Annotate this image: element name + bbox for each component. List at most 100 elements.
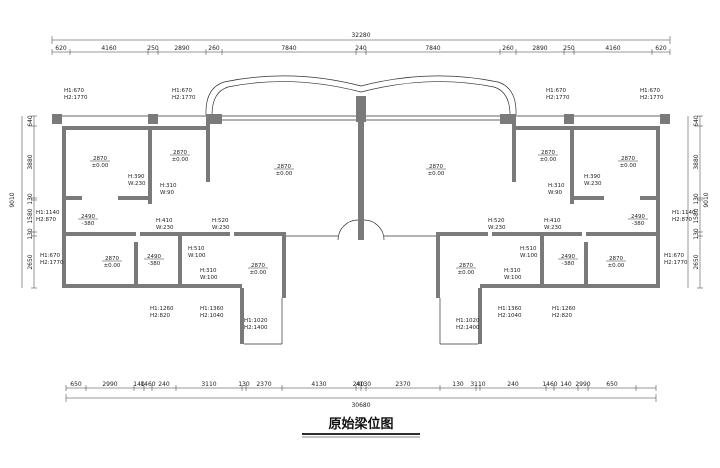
win-670-a-r-2: H2:1770 [640,95,664,101]
beam-310-r-1: H:310 [548,183,565,189]
right-total-dim: 9010 [703,192,710,207]
beam-510-l-1: H:510 [188,246,205,252]
bottom-dim-0: 650 [70,381,82,388]
elev-kitchen-l-h: 2870 [251,263,265,269]
elev-kitchen-r-z: ±0.00 [458,270,475,276]
left-dim-3: 1580 [27,208,34,223]
elev-bath1-l-z: -380 [148,261,161,267]
right-dim-1: 3880 [693,154,700,169]
win-670-a-l-1: H1:670 [64,88,84,94]
elev-room2-l-z: ±0.00 [172,157,189,163]
beam-390-r-1: H:390 [584,174,601,180]
win-670-a-l-2: H2:1770 [64,95,88,101]
elev-room3-l-h: 2870 [105,256,119,262]
top-dim-10: 250 [563,45,575,52]
elev-bath2-l-z: -380 [82,221,95,227]
elev-bath1-l-h: 2490 [147,254,161,260]
left-dim-4: 130 [27,228,34,240]
elev-bath2-l-h: 2490 [81,214,95,220]
left-dim-2: 130 [27,193,34,205]
beam-310-r-2: W:90 [548,190,562,196]
win-670-b-r-1: H1:670 [546,88,566,94]
win-670-b-r-2: H2:1770 [546,95,570,101]
elev-room2-l-h: 2870 [173,150,187,156]
elev-room3-l-z: ±0.00 [104,263,121,269]
beam-510-l-2: W:100 [188,253,206,259]
elev-living-l-h: 2870 [277,164,291,170]
top-dim-3: 2890 [174,45,189,52]
bottom-dim-3: 1460 [140,381,155,388]
win-1140-l-1: H1:1140 [36,210,60,216]
right-dim-2: 130 [693,193,700,205]
bottom-dim-18: 650 [606,381,618,388]
top-dim-4: 260 [208,45,220,52]
beam-410-r-1: H:410 [544,218,561,224]
win-1360-r-1: H1:1360 [498,306,522,312]
elev-bedroom-r-z: ±0.00 [620,163,637,169]
win-1360-l-2: H2:1040 [200,313,224,319]
beam-310b-r-1: H:310 [504,268,521,274]
win-1360-l-1: H1:1360 [200,306,224,312]
win-670-c-l-2: H2:1770 [40,260,64,266]
top-dim-0: 620 [55,45,67,52]
beam-310b-r-2: W:100 [504,275,522,281]
win-1140-l-2: H2:870 [36,217,56,223]
beam-310-l-2: W:90 [160,190,174,196]
elev-bath1-r-z: -380 [562,261,575,267]
elev-living-r-h: 2870 [429,164,443,170]
bottom-dim-9: 240 [353,381,365,388]
right-dim-5: 2650 [693,254,700,269]
bottom-dim-8: 4130 [311,381,326,388]
win-1020-l-2: H2:1400 [244,325,268,331]
left-total-dim: 9010 [9,192,16,207]
bottom-dim-14: 240 [507,381,519,388]
elev-bath2-r-z: -380 [632,221,645,227]
win-1260-l-1: H1:1260 [150,306,174,312]
bottom-dim-4: 240 [158,381,170,388]
top-dim-1: 4160 [101,45,116,52]
bottom-dim-16: 140 [560,381,572,388]
bottom-dim-17: 2990 [575,381,590,388]
elev-kitchen-l-z: ±0.00 [250,270,267,276]
bottom-dim-2: 140 [133,381,145,388]
elev-room2-r-h: 2870 [541,150,555,156]
beam-520-r-2: W:230 [488,225,506,231]
win-1260-r-2: H2:820 [552,313,572,319]
win-1360-r-2: H2:1040 [498,313,522,319]
bottom-dim-15: 1460 [542,381,557,388]
top-dim-7: 7840 [425,45,440,52]
beam-510-r-2: W:100 [520,253,538,259]
overall-bottom-dim: 30680 [351,402,370,409]
win-1140-r-1: H1:1140 [672,210,696,216]
beam-390-r-2: W:230 [584,181,602,187]
elev-kitchen-r-h: 2870 [459,263,473,269]
elev-living-l-z: ±0.00 [276,171,293,177]
beam-310b-l-1: H:310 [200,268,217,274]
win-1020-r-2: H2:1400 [456,325,480,331]
win-1260-r-1: H1:1260 [552,306,576,312]
elev-living-r-z: ±0.00 [428,171,445,177]
bottom-dim-11: 2370 [395,381,410,388]
top-dim-5: 7840 [281,45,296,52]
room-labels: 2870±0.002870±0.002870±0.002870±0.002490… [36,88,696,331]
elev-bath2-r-h: 2490 [631,214,645,220]
beam-390-l-2: W:230 [128,181,146,187]
right-dim-3: 1580 [693,208,700,223]
beam-410-r-2: W:230 [544,225,562,231]
beam-510-r-1: H:510 [520,246,537,252]
elev-room3-r-h: 2870 [609,256,623,262]
bottom-dim-5: 3110 [201,381,216,388]
beam-410-l-2: W:230 [156,225,174,231]
top-dim-11: 4160 [605,45,620,52]
bottom-dim-10: 4130 [356,381,371,388]
win-670-c-l-1: H1:670 [40,253,60,259]
top-dim-12: 620 [655,45,667,52]
beam-390-l-1: H:390 [128,174,145,180]
top-dim-9: 2890 [532,45,547,52]
overall-top-dim: 32280 [351,32,370,39]
